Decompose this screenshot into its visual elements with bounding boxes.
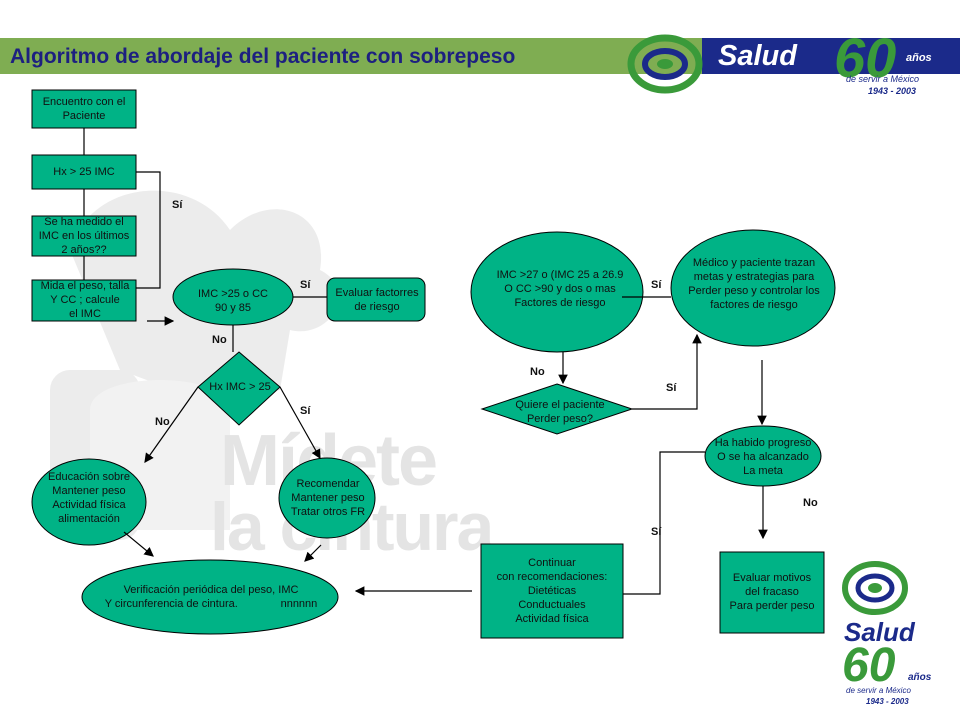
node-continuar-label: Continuar con recomendaciones: Dietética…	[496, 557, 608, 625]
node-imc25cc-label: IMC >25 o CC 90 y 85	[198, 288, 268, 314]
branch-label-no: No	[155, 416, 170, 428]
node-hximc25	[197, 351, 281, 426]
node-evaluar-factores-label: Evaluar factorres de riesgo	[335, 287, 419, 313]
branch-label-si: Sí	[651, 526, 662, 538]
logo-anos: años	[906, 52, 932, 64]
node-progreso-label: Ha habido progreso O se ha alcanzado La …	[714, 437, 812, 477]
node-evaluar-factores	[326, 277, 426, 322]
logo-word: Salud	[718, 40, 797, 72]
node-hx25-label: Hx > 25 IMC	[53, 166, 115, 178]
node-hximc25-label: Hx IMC > 25	[209, 381, 271, 393]
node-imc27-label: IMC >27 o (IMC 25 a 26.9 O CC >90 y dos …	[496, 269, 624, 309]
node-imc27	[470, 231, 644, 353]
node-hx25	[31, 154, 137, 190]
node-encuentro	[31, 89, 137, 129]
logo-band	[702, 38, 960, 74]
logo-bottom-word: Salud	[844, 617, 915, 647]
logo-bottom-years: 1943 - 2003	[866, 697, 909, 706]
logo-years: 1943 - 2003	[868, 86, 917, 96]
node-verificacion	[81, 559, 339, 635]
node-evaluar-motivos-label: Evaluar motivos del fracaso Para perder …	[729, 572, 815, 612]
node-educacion	[31, 458, 147, 546]
branch-label-si: Sí	[666, 382, 677, 394]
branch-label-no: No	[212, 334, 227, 346]
node-mida-label: Mida el peso, talla Y CC ; calcule el IM…	[40, 280, 130, 320]
logo-bottom-anos: años	[908, 672, 932, 683]
page-title: Algoritmo de abordaje del paciente con s…	[10, 45, 516, 68]
logo-swirl-icon	[627, 34, 703, 94]
branch-label-no: No	[803, 497, 818, 509]
node-verificacion-label: Verificación periódica del peso, IMC Y c…	[104, 584, 318, 610]
node-encuentro-label: Encuentro con el Paciente	[42, 96, 126, 122]
node-educacion-label: Educación sobre Mantener peso Actividad …	[48, 471, 130, 525]
branch-label-no: No	[530, 366, 545, 378]
branch-label-si: Sí	[172, 199, 183, 211]
node-recomendar-label: Recomendar Mantener peso Tratar otros FR	[290, 478, 366, 518]
node-medido	[31, 215, 137, 257]
node-medico	[670, 229, 836, 347]
branch-label-si: Sí	[651, 279, 662, 291]
node-quiere-label: Quiere el paciente Perder peso?	[515, 399, 605, 425]
logo-sixty: 60	[834, 26, 897, 89]
logo-bottom-sixty: 60	[842, 639, 896, 692]
logo-tagline: de servir a México	[846, 74, 920, 84]
node-continuar	[480, 543, 624, 639]
logo-bottom-swirl-icon	[842, 561, 908, 615]
node-medico-label: Médico y paciente trazan metas y estrate…	[688, 257, 820, 311]
branch-label-si: Sí	[300, 405, 311, 417]
node-mida	[31, 279, 137, 322]
node-evaluar-motivos	[719, 551, 825, 634]
node-quiere	[480, 383, 634, 435]
logo-bottom-tagline: de servir a México	[846, 686, 911, 695]
node-recomendar	[278, 457, 376, 539]
node-medido-label: Se ha medido el IMC en los últimos 2 año…	[38, 216, 130, 256]
branch-label-si: Sí	[300, 279, 311, 291]
